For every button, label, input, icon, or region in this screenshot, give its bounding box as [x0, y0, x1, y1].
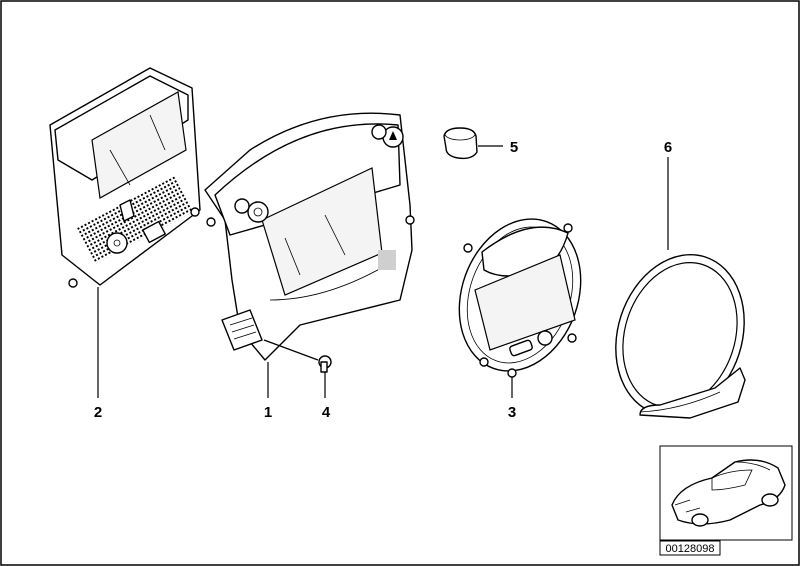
part-3-bezel — [458, 218, 582, 378]
reference-number: 00128098 — [666, 543, 715, 555]
callout-4: 4 — [322, 404, 331, 421]
part-1-instrument-housing — [204, 112, 415, 361]
callout-5: 5 — [510, 139, 518, 156]
part-6-trim-ring — [615, 253, 746, 419]
reference-number-box — [659, 540, 721, 556]
leader-lines — [97, 145, 669, 398]
callout-2: 2 — [94, 404, 102, 421]
car-locator-thumbnail: 00128098 — [659, 445, 793, 556]
mesh-grille — [77, 176, 193, 264]
callout-3: 3 — [508, 404, 516, 421]
car-silhouette-icon — [671, 459, 786, 527]
leader-1-screw — [263, 339, 319, 361]
part-2-control-module — [49, 67, 201, 288]
part-5-bushing — [443, 127, 478, 160]
part-4-screw — [318, 355, 332, 373]
callout-1: 1 — [264, 404, 272, 421]
callout-6: 6 — [664, 139, 672, 156]
